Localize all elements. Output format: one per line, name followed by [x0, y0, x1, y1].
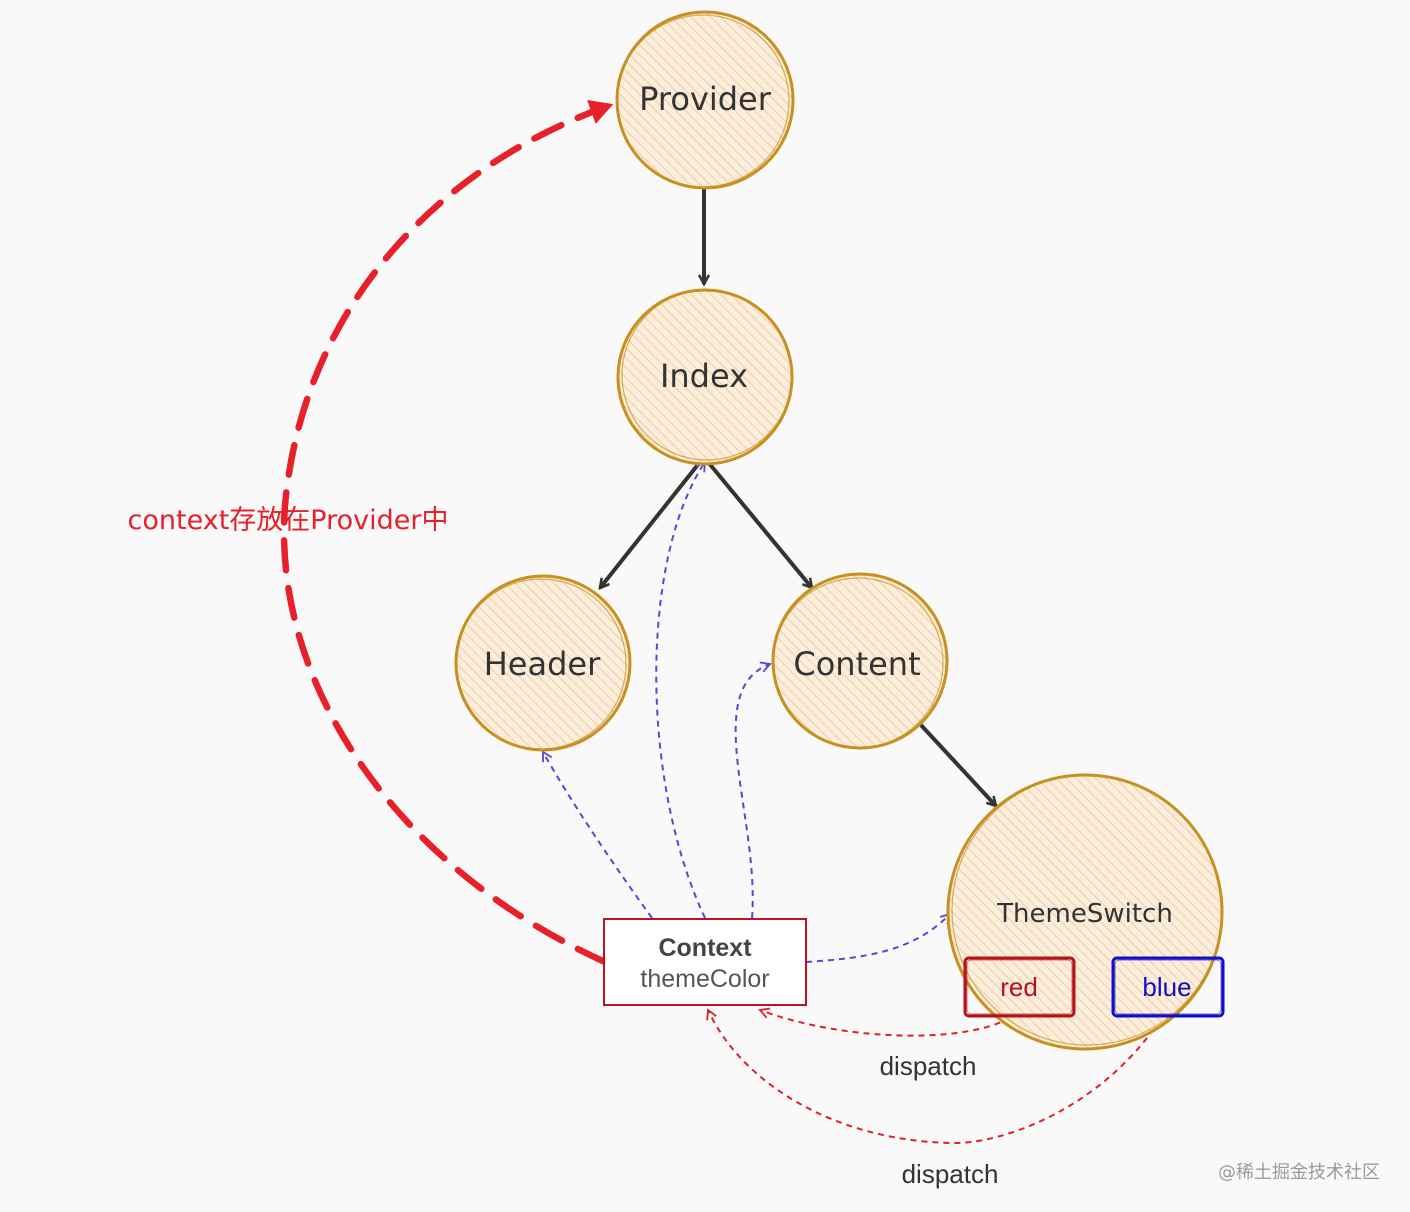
dispatch-label-red: dispatch	[880, 1051, 977, 1081]
blue-theme-button[interactable]: blue	[1111, 956, 1225, 1018]
node-index-label: Index	[660, 357, 748, 395]
edge-context-themeswitch	[805, 912, 952, 963]
node-content-label: Content	[793, 645, 920, 683]
red-theme-button-label: red	[1000, 972, 1038, 1002]
provider-annotation: context存放在Provider中	[128, 505, 449, 536]
node-themeswitch-label: ThemeSwitch	[996, 899, 1173, 929]
node-index: Index	[616, 288, 794, 466]
context-to-provider-arrow	[280, 100, 614, 966]
edge-context-index	[655, 460, 707, 919]
node-content: Content	[771, 572, 949, 750]
dispatch-label-blue: dispatch	[902, 1159, 999, 1189]
edge-context-header	[542, 750, 653, 919]
red-theme-button[interactable]: red	[963, 956, 1076, 1018]
edge-content-themeswitch	[918, 722, 996, 806]
edge-dispatch-blue	[706, 1008, 1161, 1145]
node-provider-label: Provider	[639, 80, 772, 118]
edge-context-content	[734, 661, 772, 919]
context-box: Context themeColor	[603, 918, 807, 1006]
watermark: @稀土掘金技术社区	[1218, 1162, 1380, 1183]
context-box-title: Context	[658, 934, 752, 962]
edge-index-header	[600, 460, 702, 588]
edge-index-content	[706, 460, 812, 588]
node-themeswitch: ThemeSwitch	[946, 773, 1224, 1051]
context-box-subtitle: themeColor	[640, 965, 769, 993]
node-provider: Provider	[615, 10, 795, 190]
node-header-label: Header	[484, 645, 601, 683]
blue-theme-button-label: blue	[1142, 972, 1191, 1002]
node-header: Header	[454, 574, 632, 752]
edge-dispatch-red	[758, 1007, 1011, 1037]
